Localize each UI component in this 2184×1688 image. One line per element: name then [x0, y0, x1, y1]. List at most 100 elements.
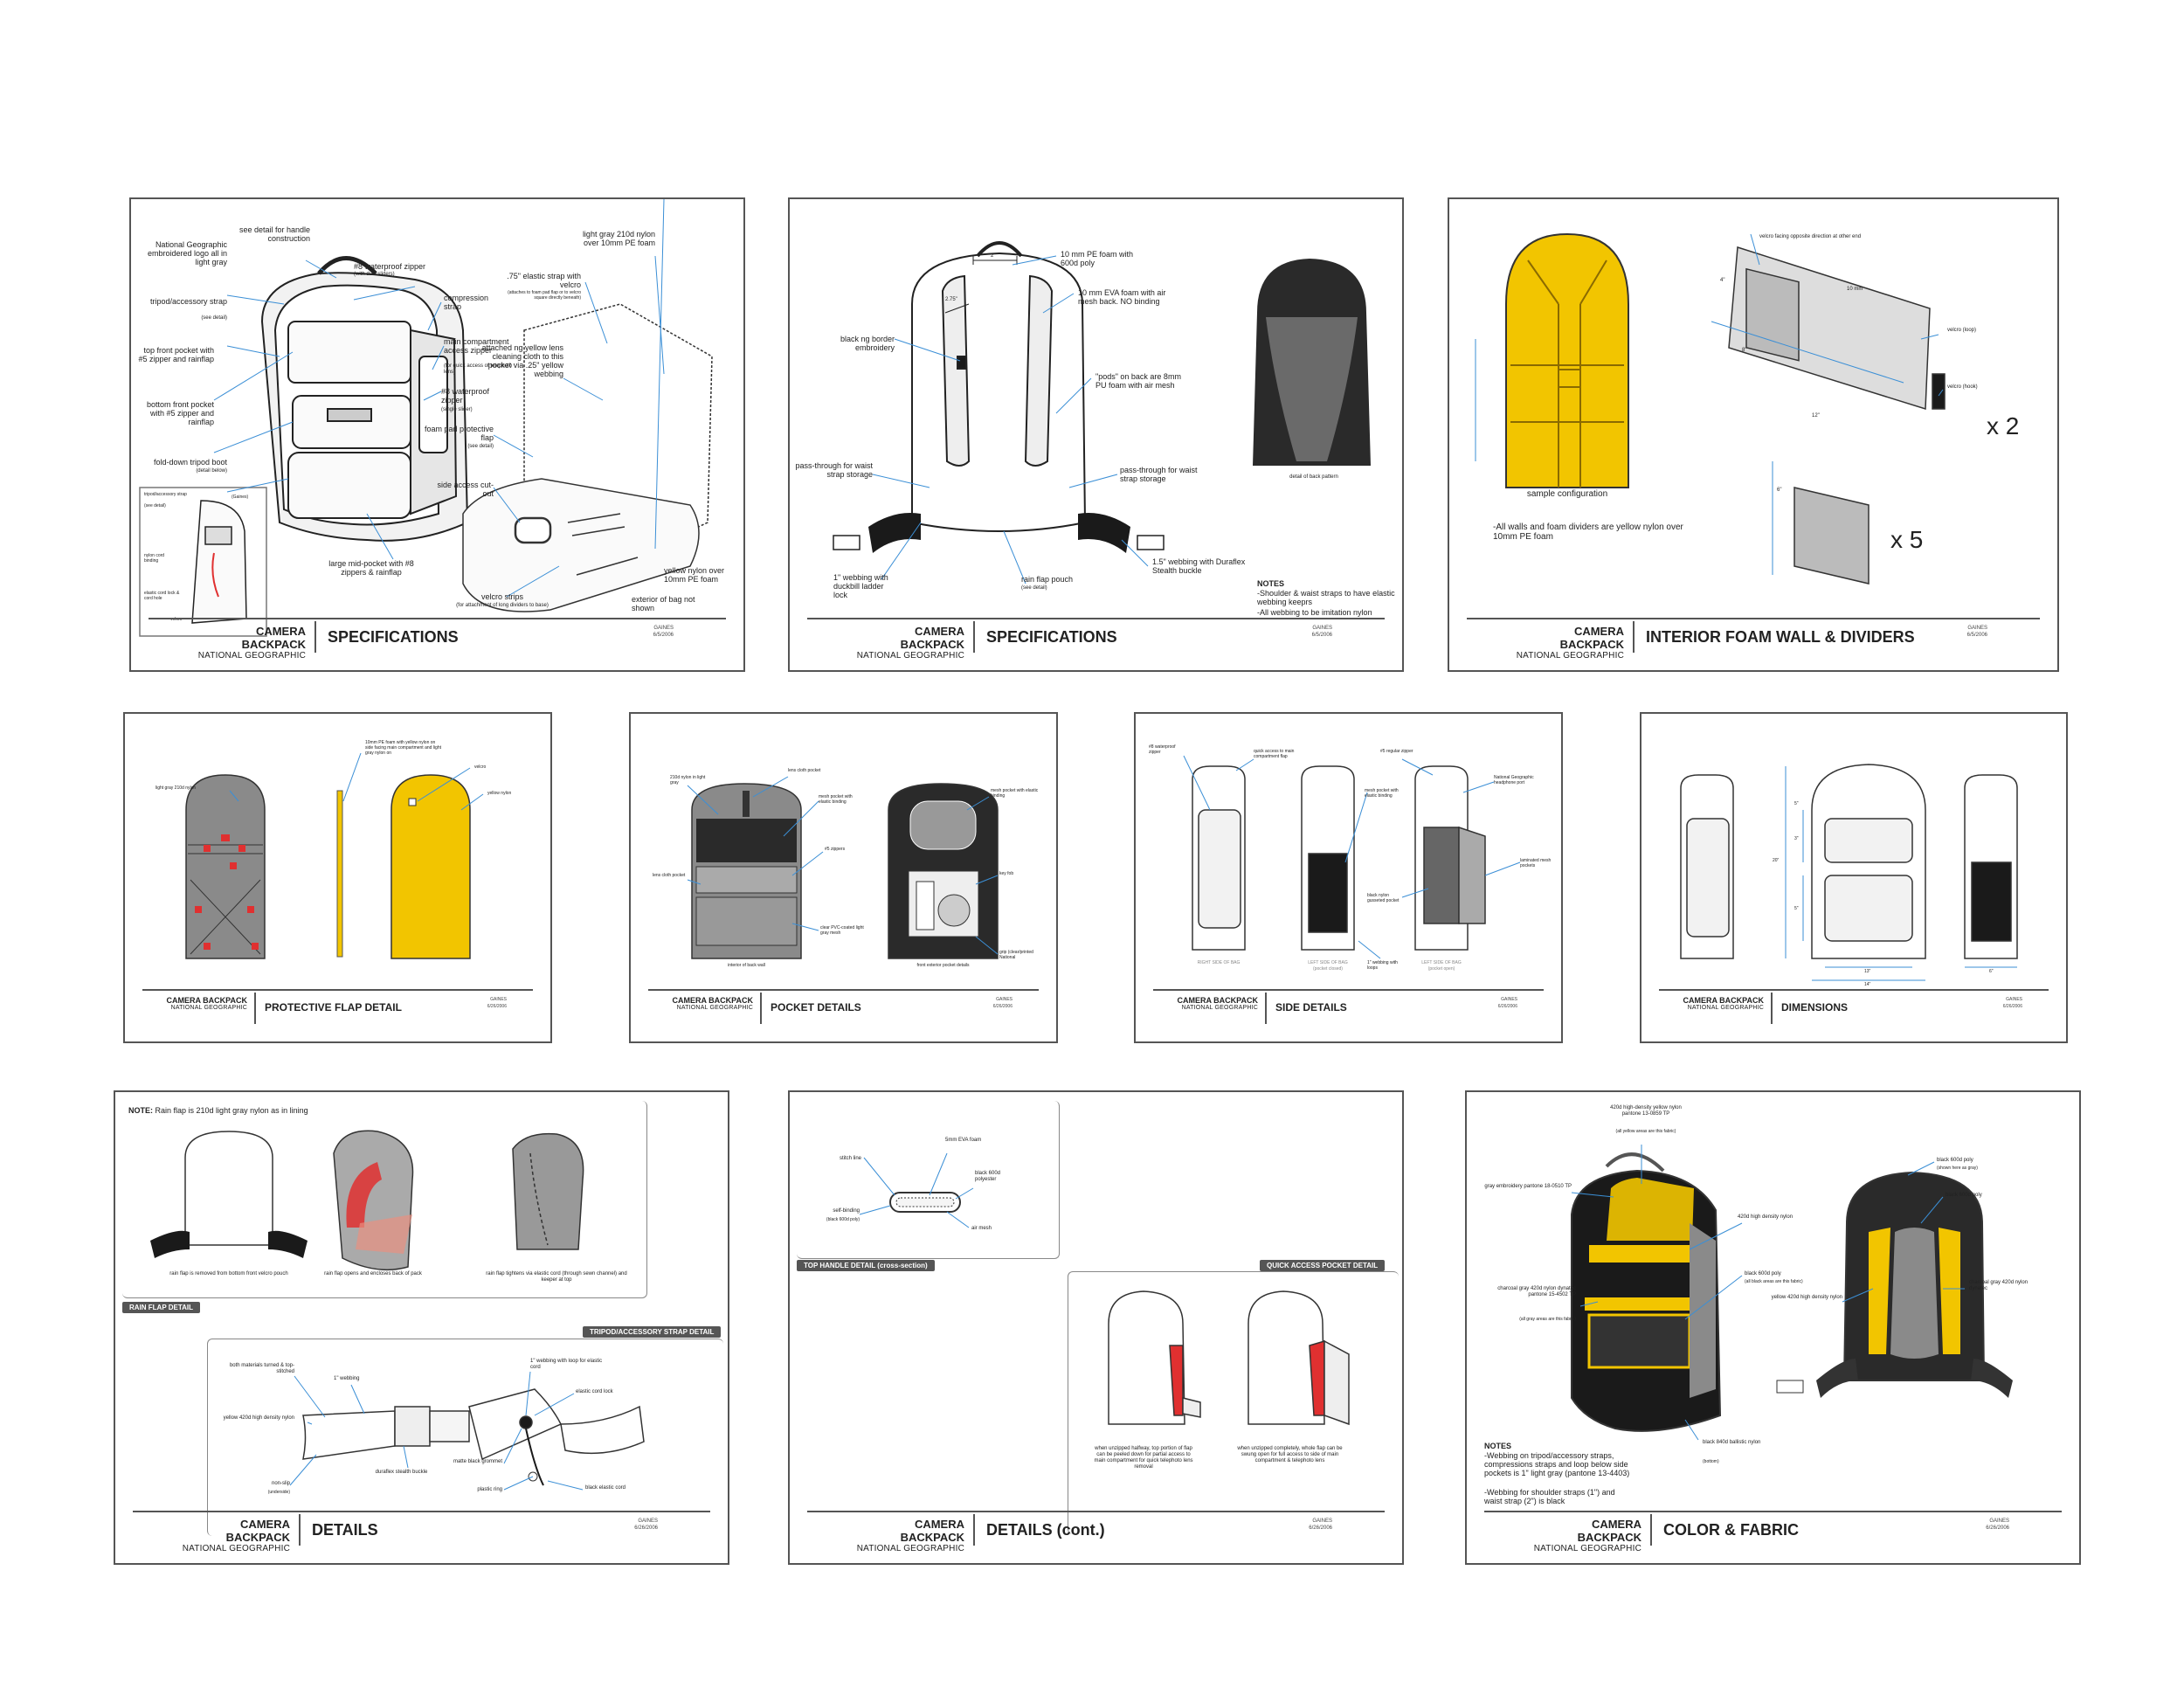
label-yellow-420d-note: (all yellow areas are this fabric) [1615, 1129, 1676, 1134]
dim-b: 5" [1794, 906, 1799, 911]
label-yellow-nylon: yellow nylon [487, 791, 512, 796]
side-details-illustration [1183, 755, 1521, 959]
label-tripod-note: (see detail) [201, 315, 227, 321]
author: GAINES [1312, 626, 1332, 631]
label-pe-foam: 10 mm PE foam with 600d poly [1061, 250, 1134, 267]
color-fabric-illustration [1571, 1145, 2013, 1441]
label-black-600d-c: black 600d poly [1946, 1193, 1982, 1198]
label-velcro: velcro [474, 764, 487, 770]
inset-tripod-note: (see detail) [144, 503, 166, 508]
author: GAINES [1989, 1519, 2009, 1524]
dim-12in: 12" [1812, 413, 1820, 419]
sheet-date: 6/26/2006 [2002, 1004, 2022, 1009]
inset-elastic-cord: elastic cord lock & cord hole [144, 591, 180, 601]
label-velcro-strips: velcro strips [480, 592, 523, 601]
protective-flap-illustration [185, 752, 484, 959]
label-yellow-420d: 420d high-density yellow nylon pantone 1… [1610, 1105, 1682, 1117]
sheet-protective-flap: light gray 210d nylon 10mm PE foam with … [123, 712, 552, 1043]
tripod-panel [207, 1339, 723, 1536]
product-name: CAMERA BACKPACK [900, 1518, 964, 1544]
caption-left-open-note: (pocket open) [1427, 966, 1455, 972]
label-zip8-single: #8 waterproof zipper [441, 387, 490, 405]
label-rain-flap: rain flap pouch [1021, 575, 1074, 584]
label-charcoal-gray-note: (all gray areas are this fabric) [1519, 1317, 1576, 1322]
author: GAINES [490, 997, 507, 1002]
label-plastic-ring: plastic ring [477, 1487, 502, 1492]
label-mid-pocket: large mid-pocket with #8 zippers & rainf… [328, 559, 414, 577]
label-yellow-back: yellow 420d high density nylon [1771, 1295, 1842, 1300]
notes-heading: NOTES [1257, 579, 1285, 588]
dim-10mm: 10 mm [1847, 287, 1863, 292]
label-waterproof-zipper: #8 waterproof zipper [1149, 744, 1176, 755]
label-black-600d-back-note: (shown here as gray) [1937, 1166, 1978, 1171]
label-velcro-facing: velcro facing opposite direction at othe… [1759, 234, 1862, 239]
caption-right-side: RIGHT SIDE OF BAG [1197, 960, 1241, 965]
label-lens-cloth: attached ng yellow lens cleaning cloth t… [481, 343, 563, 378]
sheet-specifications-1: see detail for handle construction Natio… [129, 197, 745, 672]
product-name: CAMERA BACKPACK [241, 625, 306, 651]
caption-rain-2: rain flap opens and encloses back of pac… [324, 1271, 422, 1276]
note-foam: -All walls and foam dividers are yellow … [1493, 522, 1683, 542]
label-logo: National Geographic embroidered logo all… [147, 240, 227, 266]
sheet-side-details: #8 waterproof zipper quick access to mai… [1134, 712, 1563, 1043]
label-stitch-line: stitch line [839, 1156, 861, 1161]
caption-left-closed-note: (pocket closed) [1313, 966, 1343, 972]
label-tripod-strap: tripod/accessory strap [149, 297, 227, 306]
label-border-embroidery: black ng border embroidery [840, 335, 895, 352]
label-sample-config: sample configuration [1526, 489, 1608, 499]
label-side-access: side access cut-out [437, 481, 494, 498]
label-top-front-pocket: top front pocket with #5 zipper and rain… [138, 346, 214, 363]
backpack-front-illustration [139, 199, 713, 637]
label-non-slip: non-slip [271, 1481, 290, 1486]
caption-front-pocket: front exterior pocket details [916, 963, 970, 968]
details-cont-illustration [859, 1152, 1350, 1426]
label-velcro-hook: velcro (hook) [1947, 384, 1978, 390]
product-name: CAMERA BACKPACK [1177, 996, 1259, 1005]
author: GAINES [1967, 626, 1987, 631]
label-bottom-front-pocket: bottom front pocket with #5 zipper and r… [146, 400, 214, 426]
label-light-gray: light gray 210d nylon [156, 785, 197, 791]
label-mesh-pocket: mesh pocket with elastic binding [819, 794, 853, 805]
sheet-date: 6/26/2006 [1309, 1525, 1332, 1531]
caption-rain-3: rain flap tightens via elastic cord (thr… [486, 1271, 627, 1283]
label-mesh-right: mesh pocket with elastic binding [991, 788, 1039, 799]
label-key-fob: key fob [999, 871, 1014, 876]
sheet-date: 6/26/2006 [1986, 1525, 2009, 1531]
sheet-date: 6/26/2006 [1497, 1004, 1517, 1009]
label-main-zipper: main compartment access zipper [444, 337, 509, 355]
product-brand: NATIONAL GEOGRAPHIC [197, 651, 306, 661]
author: GAINES [1312, 1519, 1332, 1524]
label-eva-foam: 10 mm EVA foam with air mesh back. NO bi… [1078, 288, 1166, 306]
label-cord-lock: elastic cord lock [576, 1389, 613, 1394]
product-name: CAMERA BACKPACK [225, 1518, 290, 1544]
product-name: CAMERA BACKPACK [166, 996, 248, 1005]
sheet-title: SPECIFICATIONS [328, 628, 459, 646]
sheet-title: DIMENSIONS [1781, 1001, 1849, 1013]
dim-width: 14" [1864, 982, 1871, 987]
label-main-zipper-note: (for quick access of telephoto lens) [444, 363, 513, 375]
label-gusseted-pocket: black nylon gusseted pocket [1367, 893, 1400, 903]
label-eva-foam: 5mm EVA foam [945, 1138, 982, 1143]
label-zip8-note: (with dual sliders) [354, 272, 395, 277]
dim-c: 5" [1794, 801, 1799, 806]
caption-left-open: LEFT SIDE OF BAG [1421, 960, 1462, 965]
dim-8in: 8" [1742, 348, 1747, 353]
label-webbing-1in: 1" webbing with duckbill ladder lock [833, 573, 888, 599]
dim-6in: 6" [1777, 488, 1782, 493]
label-pass-through-left: pass-through for waist strap storage [795, 461, 873, 479]
dim-2in: 2" [991, 253, 996, 259]
label-non-slip-note: (underside) [267, 1490, 290, 1495]
sheet-title: POCKET DETAILS [771, 1001, 861, 1013]
sheet-title: DETAILS (cont.) [986, 1521, 1105, 1539]
label-both-materials: both materials turned & top-stitched [229, 1363, 294, 1374]
sheet-date: 6/5/2006 [1311, 633, 1332, 638]
label-fold-tripod-note: (detail below) [196, 468, 227, 474]
sheet-date: 6/5/2006 [653, 633, 674, 638]
label-zip8-single-note: (single slider) [441, 407, 473, 412]
